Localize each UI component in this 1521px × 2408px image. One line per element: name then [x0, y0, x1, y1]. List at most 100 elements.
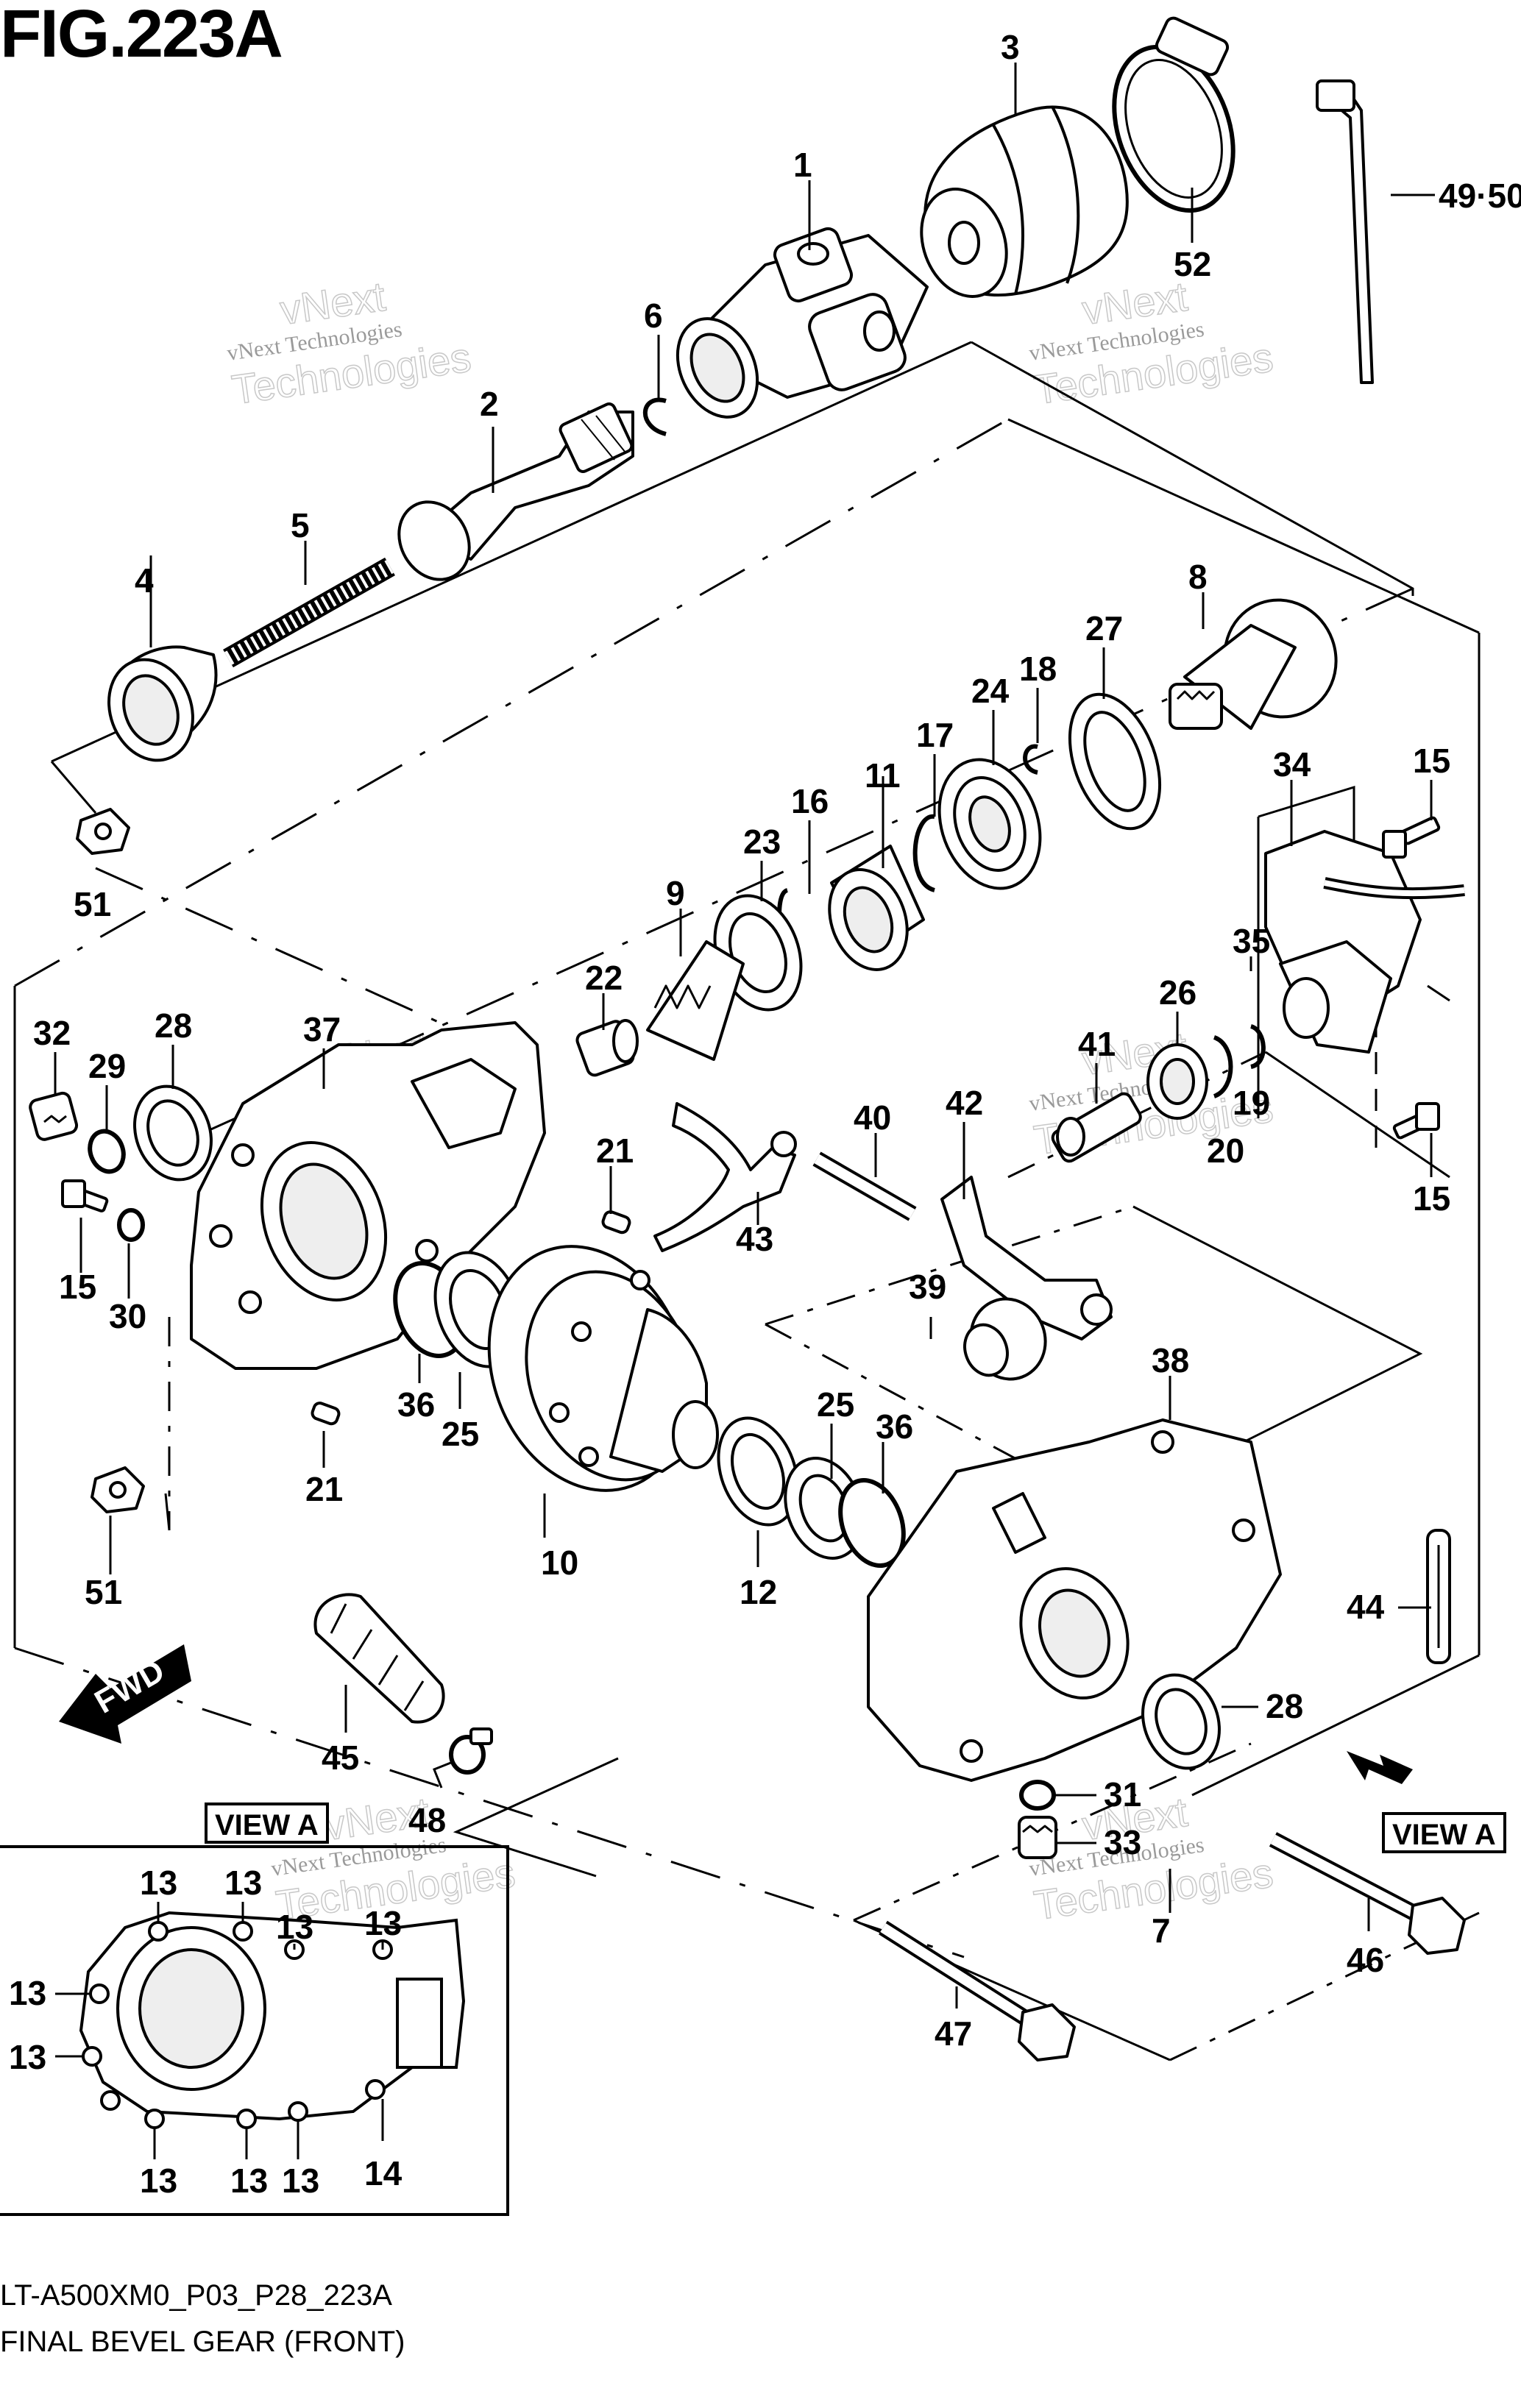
figure-caption: FINAL BEVEL GEAR (FRONT) [0, 2326, 405, 2358]
part-30-washer [117, 1208, 145, 1242]
part-21-dowel-lower [311, 1402, 341, 1426]
part-51-nut-upper [76, 808, 130, 855]
model-code: LT-A500XM0_P03_P28_223A [0, 2279, 392, 2312]
callout-35: 35 [1233, 922, 1270, 960]
callout-14: 14 [364, 2154, 403, 2192]
view-a-label-text: VIEW A [1392, 1819, 1496, 1851]
callout-51-upper: 51 [74, 885, 111, 923]
part-24-bearing [937, 758, 1042, 890]
callout-52: 52 [1174, 245, 1211, 283]
part-47-bolt [879, 1920, 1076, 2061]
callout-42: 42 [946, 1084, 983, 1122]
part-45-steering-boot [313, 1593, 445, 1724]
callout-12: 12 [740, 1573, 777, 1611]
view-a-callout-13: 13 [282, 2162, 319, 2200]
part-44-clip [1426, 1529, 1451, 1664]
view-a-callout-13: 13 [9, 1974, 46, 2012]
callout-49-50: 49·50 [1439, 177, 1521, 215]
part-41-shift-shaft [1051, 1092, 1142, 1163]
callout-43: 43 [736, 1220, 773, 1258]
part-31-gasket [1019, 1780, 1056, 1811]
callout-4: 4 [135, 561, 154, 600]
callout-40: 40 [854, 1098, 891, 1137]
part-10-differential-ring-gear [487, 1245, 719, 1492]
callout-45: 45 [322, 1738, 359, 1777]
callout-18: 18 [1019, 650, 1057, 688]
callout-47: 47 [935, 2014, 972, 2053]
callout-37: 37 [303, 1010, 341, 1048]
callout-23: 23 [743, 823, 781, 861]
callout-28-left: 28 [155, 1006, 192, 1045]
part-27-oil-seal [1068, 692, 1162, 831]
part-6-circlip [642, 397, 667, 436]
view-a-title-box [205, 1803, 329, 1844]
part-3-boot [920, 105, 1129, 298]
callout-11: 11 [865, 756, 901, 795]
part-11-sleeve [828, 845, 925, 971]
view-a-callout-13: 13 [9, 2038, 46, 2076]
callout-51-lower: 51 [85, 1573, 122, 1611]
callout-33: 33 [1104, 1823, 1141, 1861]
callout-24: 24 [971, 672, 1010, 710]
part-42-shift-lever [940, 1176, 1113, 1340]
part-28-oil-seal-left [133, 1084, 213, 1182]
part-46-bolt [1269, 1832, 1466, 1955]
callout-26: 26 [1159, 973, 1196, 1012]
figure-title: FIG.223A [0, 0, 283, 71]
view-a-callout-13: 13 [230, 2162, 268, 2200]
callout-29: 29 [88, 1047, 126, 1085]
part-18-circlip [1023, 744, 1038, 775]
callout-32: 32 [33, 1014, 71, 1052]
view-a-callout-13: 13 [224, 1864, 262, 1902]
part-35-case [1279, 940, 1392, 1054]
part-26-bearing [1146, 1043, 1208, 1120]
part-12-oil-seal [717, 1416, 799, 1527]
callout-25-left: 25 [442, 1415, 479, 1453]
callout-17: 17 [916, 716, 954, 754]
callout-41: 41 [1078, 1025, 1116, 1063]
callout-31: 31 [1104, 1775, 1141, 1814]
callout-44: 44 [1347, 1588, 1385, 1626]
callout-46: 46 [1347, 1941, 1384, 1979]
callout-20: 20 [1207, 1132, 1244, 1170]
part-40-shift-rod [812, 1151, 917, 1221]
part-51-nut-lower [91, 1466, 145, 1513]
callout-48: 48 [408, 1801, 446, 1839]
callout-19: 19 [1233, 1084, 1270, 1122]
callout-22: 22 [585, 959, 623, 997]
view-a-bore-inner [138, 1948, 244, 2069]
part-37-gear-housing [190, 1021, 546, 1370]
callout-15-upper: 15 [1413, 742, 1450, 780]
callout-34: 34 [1273, 745, 1311, 784]
callout-25-right: 25 [817, 1385, 854, 1424]
callout-10: 10 [541, 1544, 578, 1582]
part-1-universal-joint [676, 227, 929, 419]
callout-28-right: 28 [1266, 1687, 1303, 1725]
part-17-circlip [912, 814, 936, 892]
leader-lines [54, 63, 1435, 2009]
part-48-clamp [449, 1727, 493, 1775]
part-8-output-pinion [1169, 598, 1338, 730]
callout-39: 39 [909, 1268, 946, 1306]
part-22-needle-bearing [575, 1019, 639, 1077]
callout-36-right: 36 [876, 1407, 913, 1446]
part-29-gasket [88, 1129, 126, 1174]
view-a-callout-13: 13 [140, 1864, 177, 1902]
part-52-hose-clamp [1112, 16, 1235, 213]
fwd-arrow: FWD [59, 1644, 191, 1744]
part-9-bevel-pinion [646, 940, 745, 1061]
callout-7: 7 [1152, 1911, 1171, 1950]
callout-21-upper: 21 [596, 1132, 634, 1170]
part-15-bolt-right [1392, 1102, 1440, 1140]
callout-15-left: 15 [59, 1268, 96, 1306]
part-32-drain-plug [29, 1091, 79, 1141]
callout-36-left: 36 [397, 1385, 435, 1424]
part-19-circlip [1249, 1024, 1266, 1069]
view-a-callout-13: 13 [364, 1904, 402, 1942]
part-28-oil-seal-right [1141, 1673, 1221, 1770]
callout-30: 30 [109, 1297, 146, 1335]
part-43-shift-fork [653, 1102, 797, 1252]
part-36-shim-right [838, 1477, 906, 1569]
callout-9: 9 [666, 874, 685, 912]
view-a-callout-labels: 13 13 13 13 13 13 13 13 13 13 14 [9, 1864, 402, 2200]
